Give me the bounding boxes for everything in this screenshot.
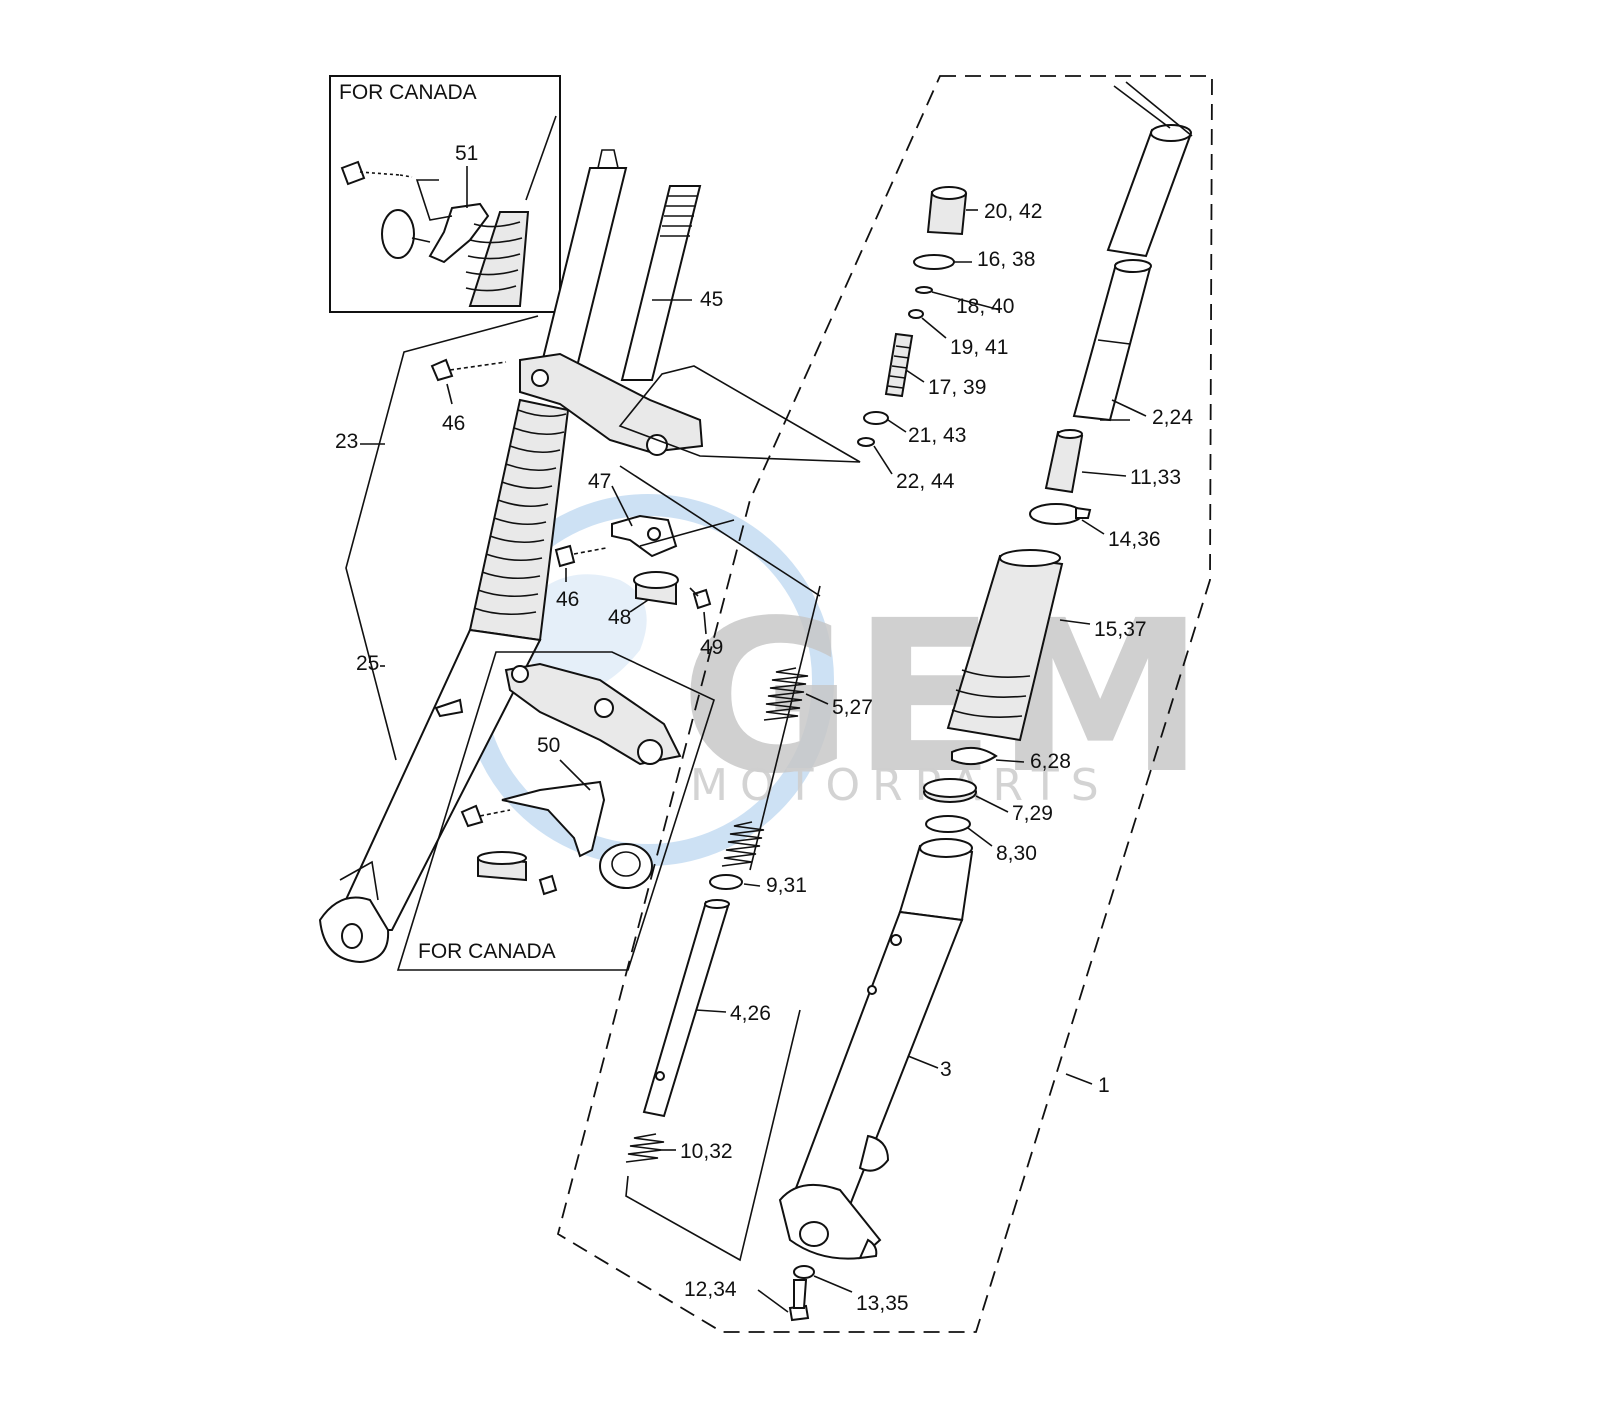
part-18-icon xyxy=(915,286,933,294)
o-ring-16-icon xyxy=(913,254,955,270)
reflector-bracket-group: 47 46 48 49 xyxy=(554,470,735,659)
under-bracket xyxy=(519,352,704,454)
callout-18: 18, 40 xyxy=(956,295,1014,318)
callout-1: 1 xyxy=(1098,1074,1110,1097)
part-22-icon xyxy=(857,437,875,447)
callout-5: 5,27 xyxy=(832,696,873,719)
left-boot-ribs xyxy=(473,409,567,616)
adjuster-17-icon xyxy=(884,332,914,398)
clip-6-icon xyxy=(951,746,998,766)
bracket-50-icon xyxy=(501,780,606,858)
callout-22: 22, 44 xyxy=(896,470,955,493)
canada-bottom-round-reflector-icon xyxy=(599,843,653,889)
cap-bolt-20-icon xyxy=(926,186,968,236)
watermark-subtext: MOTORPARTS xyxy=(690,760,1111,811)
callout-11: 11,33 xyxy=(1130,466,1181,489)
damper-rod-4-icon xyxy=(642,899,730,1118)
watermark-globe-land xyxy=(520,574,647,692)
collar-11-icon xyxy=(1044,430,1084,494)
callout-48: 48 xyxy=(608,606,631,629)
callout-20: 20, 42 xyxy=(984,200,1042,223)
callout-13: 13,35 xyxy=(856,1292,909,1315)
washer-13-icon xyxy=(793,1265,815,1279)
callout-7: 7,29 xyxy=(1012,802,1053,825)
canada-box-top-title: FOR CANADA xyxy=(339,81,477,104)
leader-51 xyxy=(415,179,453,221)
clamp-14-icon xyxy=(1029,503,1092,525)
callout-10: 10,32 xyxy=(680,1140,733,1163)
callout-51: 51 xyxy=(455,142,478,165)
canada-top-boot-ribs xyxy=(465,221,523,292)
callout-16: 16, 38 xyxy=(977,248,1035,271)
callout-19: 19, 41 xyxy=(950,336,1008,359)
canada-top-reflector-icon xyxy=(381,209,431,259)
spring-lower-icon xyxy=(721,821,765,867)
callout-3: 3 xyxy=(940,1058,952,1081)
callout-47: 47 xyxy=(588,470,611,493)
callout-46-top: 46 xyxy=(442,412,465,435)
outer-tube-3-icon xyxy=(778,838,974,1260)
callout-9: 9,31 xyxy=(766,874,807,897)
spring-10-icon xyxy=(625,1133,665,1163)
fork-assembly-dashed-outline xyxy=(556,75,1213,1333)
inner-tube-2 xyxy=(1106,128,1192,258)
fork-boot-15-icon xyxy=(946,549,1064,742)
callout-17: 17, 39 xyxy=(928,376,986,399)
spring-5-icon xyxy=(763,667,809,721)
callout-25: 25 xyxy=(356,652,379,675)
callout-45: 45 xyxy=(700,288,723,311)
callout-8: 8,30 xyxy=(996,842,1037,865)
canada-box-bottom: FOR CANADA 50 xyxy=(396,651,715,971)
callout-6: 6,28 xyxy=(1030,750,1071,773)
left-bolt-46-icon xyxy=(430,358,507,382)
oil-seal-7-icon xyxy=(923,778,977,803)
callout-4: 4,26 xyxy=(730,1002,771,1025)
callout-23: 23 xyxy=(335,430,358,453)
right-fork-parts: 2,24 20, 42 16, 38 18, 40 19, 41 17, 39 xyxy=(625,81,1193,1322)
washer-21-icon xyxy=(863,411,889,425)
washer-8-icon xyxy=(925,815,971,833)
steering-stem-tube xyxy=(620,185,702,381)
canada-box-top: FOR CANADA 51 xyxy=(329,75,561,313)
screw-49-icon xyxy=(689,587,712,610)
callout-15: 15,37 xyxy=(1094,618,1147,641)
canada-bottom-bolt-icon xyxy=(460,804,511,828)
left-outer-tube xyxy=(330,628,542,931)
callout-12: 12,34 xyxy=(684,1278,737,1301)
callout-46-mid: 46 xyxy=(556,588,579,611)
bolt-46-mid-icon xyxy=(554,544,607,568)
callout-2: 2,24 xyxy=(1152,406,1193,429)
bracket-47-icon xyxy=(611,514,678,558)
canada-top-bracket-icon xyxy=(428,202,490,264)
canada-box-top-frame xyxy=(329,75,561,313)
callout-14: 14,36 xyxy=(1108,528,1161,551)
canada-bottom-reflector-icon xyxy=(477,851,527,882)
part-19-icon xyxy=(908,309,924,319)
reflector-48-icon xyxy=(633,571,679,606)
callout-21: 21, 43 xyxy=(908,424,966,447)
canada-top-bolt-icon xyxy=(340,160,413,186)
left-fork-assembly: 46 23 25 45 xyxy=(318,149,861,964)
part-9-icon xyxy=(709,874,743,890)
canada-box-bottom-frame xyxy=(396,651,715,971)
canada-box-bottom-title: FOR CANADA xyxy=(418,940,556,963)
canada-bottom-screw-icon xyxy=(538,874,558,896)
callout-50: 50 xyxy=(537,734,560,757)
bolt-12-icon xyxy=(788,1279,810,1322)
